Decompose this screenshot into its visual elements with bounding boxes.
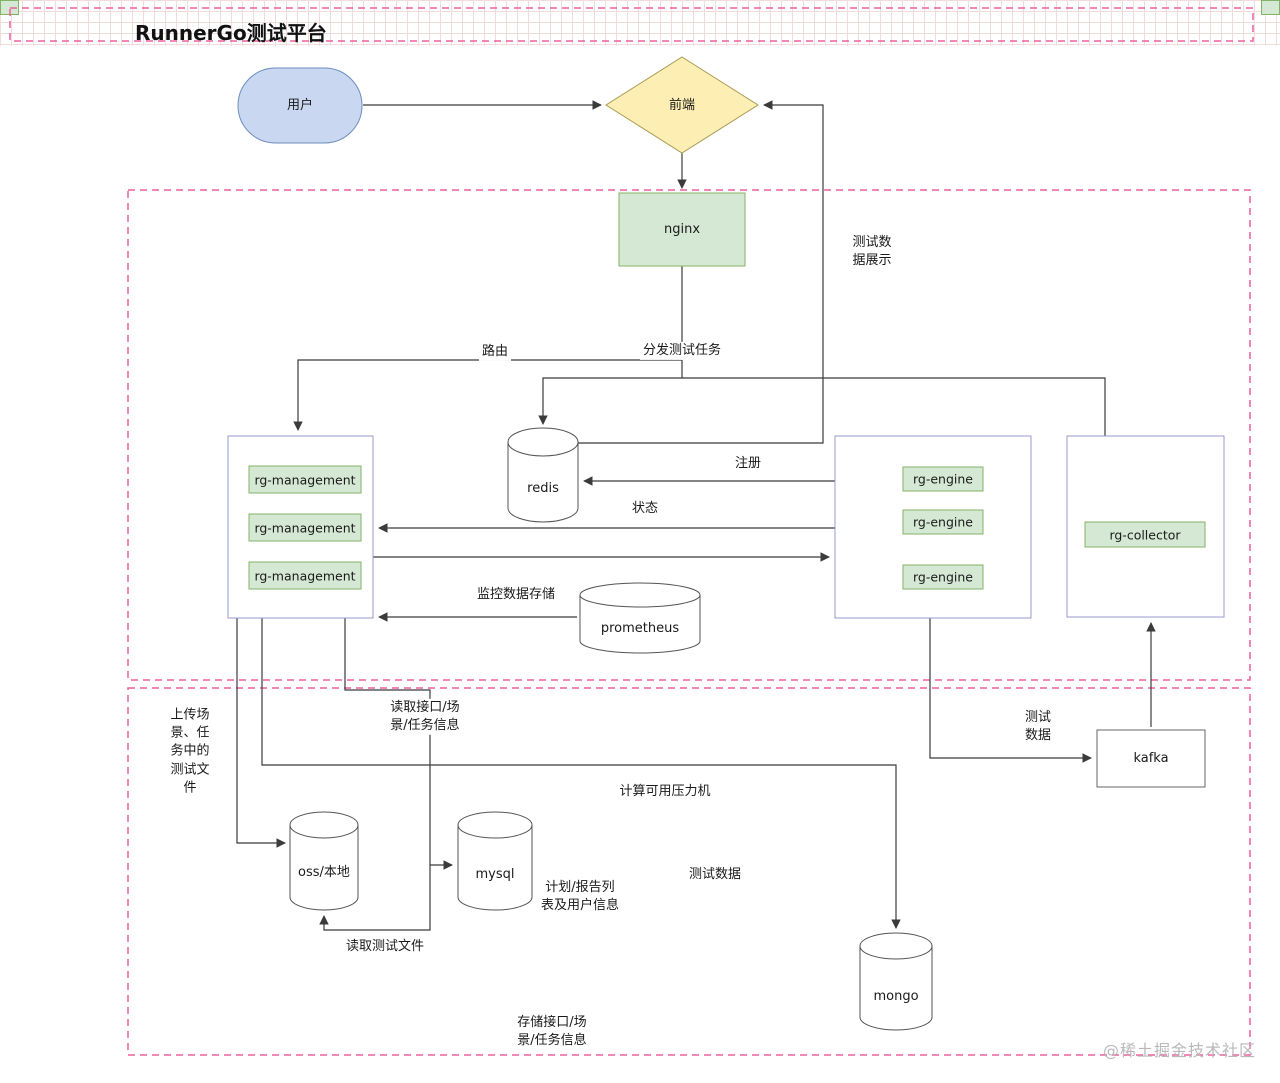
edge-label-read-info: 读取接口/场 景/任务信息 — [387, 698, 463, 736]
engine-label-1: rg-engine — [913, 471, 973, 487]
redis-label: redis — [527, 480, 559, 496]
edge-label-upload-files: 上传场 景、任 务中的 测试文 件 — [167, 706, 213, 798]
collector-node — [1084, 521, 1206, 548]
edge-management-to-mongo — [261, 618, 901, 929]
edge-dispatch-to-redis — [538, 377, 1106, 436]
engine-node-2 — [902, 509, 984, 535]
nginx-node — [618, 192, 746, 267]
frontend-node — [605, 56, 759, 154]
oss-node — [289, 811, 359, 911]
edge-label-test-data-kafka: 测试 数据 — [1021, 708, 1055, 746]
kafka-node — [1096, 729, 1206, 788]
management-label-3: rg-management — [254, 568, 356, 584]
engine-node-3 — [902, 564, 984, 590]
edge-label-register: 注册 — [731, 454, 765, 474]
engine-node-1 — [902, 466, 984, 492]
engine-label-3: rg-engine — [913, 569, 973, 585]
edge-route-to-management — [293, 359, 682, 431]
edge-label-plan-report: 计划/报告列 表及用户信息 — [537, 878, 623, 916]
collector-label: rg-collector — [1109, 527, 1181, 543]
edge-label-monitor-store: 监控数据存储 — [473, 585, 559, 605]
title-band-frame — [9, 7, 1254, 42]
edge-display-to-frontend — [578, 100, 824, 444]
edge-read-files-to-oss — [319, 865, 431, 931]
edge-label-read-test-files: 读取测试文件 — [342, 937, 428, 957]
oss-label: oss/本地 — [298, 864, 350, 880]
engine-label-2: rg-engine — [913, 514, 973, 530]
edge-label-route: 路由 — [478, 342, 512, 362]
user-node — [237, 67, 363, 144]
edge-label-test-data: 测试数据 — [685, 865, 745, 885]
management-node-1 — [248, 465, 362, 494]
edge-label-dispatch: 分发测试任务 — [639, 341, 725, 361]
watermark: @稀土掘金技术社区 — [1102, 1041, 1256, 1060]
management-label-1: rg-management — [254, 472, 356, 488]
platform-region-frame — [127, 189, 1251, 681]
management-label-2: rg-management — [254, 520, 356, 536]
edge-engine-to-kafka — [929, 618, 1092, 763]
page-title: RunnerGo测试平台 — [135, 21, 327, 45]
edge-read-info-to-mysql — [344, 618, 453, 870]
edge-label-store-info: 存储接口/场 景/任务信息 — [514, 1013, 590, 1051]
management-node-3 — [248, 561, 362, 590]
edge-label-calc-engines: 计算可用压力机 — [616, 782, 714, 802]
mongo-label: mongo — [873, 988, 919, 1004]
user-label: 用户 — [286, 97, 314, 113]
redis-node — [507, 427, 579, 523]
management-node-2 — [248, 513, 362, 542]
mysql-label: mysql — [475, 866, 515, 882]
edge-upload-to-oss — [236, 618, 286, 848]
edge-label-display: 测试数 据展示 — [849, 233, 895, 271]
prometheus-label: prometheus — [600, 620, 680, 636]
kafka-label: kafka — [1133, 750, 1169, 766]
nginx-label: nginx — [663, 221, 701, 237]
mysql-node — [457, 811, 533, 911]
mongo-node — [859, 932, 933, 1031]
frontend-label: 前端 — [668, 97, 696, 113]
prometheus-node — [579, 582, 701, 654]
edge-label-status: 状态 — [628, 499, 662, 519]
